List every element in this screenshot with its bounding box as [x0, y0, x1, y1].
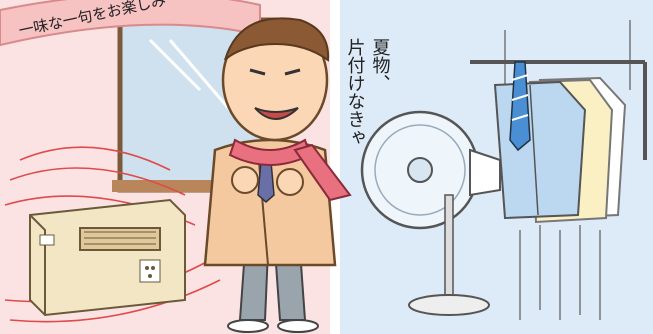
electric-fan-icon	[360, 110, 501, 316]
cold-streaks	[504, 20, 631, 320]
clothes-rack-icon	[470, 60, 647, 224]
caption: 夏物、 片付けなきゃ	[345, 38, 391, 146]
caption-line1: 夏物、	[370, 38, 391, 92]
man-figure	[203, 17, 352, 333]
shirt-blue	[493, 80, 587, 220]
caption-line2: 片付けなきゃ	[345, 38, 366, 146]
tie	[509, 61, 531, 152]
heater-icon	[29, 198, 186, 317]
